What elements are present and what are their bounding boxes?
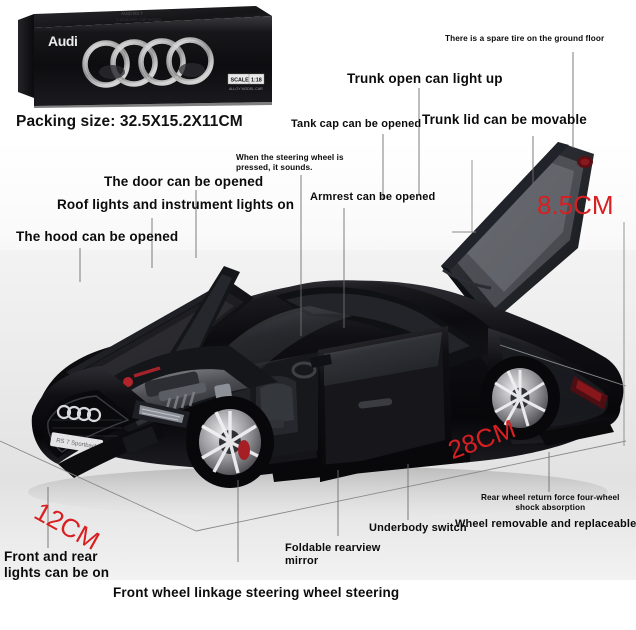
audi-grille-badge	[56, 404, 102, 423]
steering-wheel	[291, 361, 317, 379]
annotation-front-wheel-steering: Front wheel linkage steering wheel steer…	[113, 585, 400, 600]
annotation-hood-open: The hood can be opened	[16, 229, 179, 244]
packing-size-label: Packing size: 32.5X15.2X11CM	[16, 113, 243, 130]
front-wheel	[186, 396, 274, 488]
annotation-rear-shock: Rear wheel return force four-wheel shock…	[481, 493, 620, 512]
annotation-rear-shock-line2: shock absorption	[515, 502, 586, 512]
box-top-face: AUDI RS 7 1:18 ALLOY CAR MODEL	[34, 6, 272, 28]
packaging-box: AUDI RS 7 1:18 ALLOY CAR MODEL Audi	[16, 6, 276, 108]
annotation-tank-cap: Tank cap can be opened	[291, 118, 422, 130]
box-side-face	[18, 14, 34, 98]
annotation-foldable-mirror: Foldable rearview mirror	[285, 542, 380, 568]
annotation-foldable-mirror-line2: mirror	[285, 554, 319, 567]
front-door-glass	[324, 332, 442, 386]
audi-wordmark: Audi	[48, 33, 78, 49]
annotation-door-open: The door can be opened	[104, 174, 264, 189]
audi-rings-logo	[82, 37, 214, 88]
annotation-front-rear-lights: Front and rear lights can be on	[4, 549, 109, 581]
svg-text:SCALE: SCALE	[231, 77, 250, 83]
svg-text:1:18 ALLOY CAR MODEL: 1:18 ALLOY CAR MODEL	[116, 17, 163, 22]
svg-text:1:18: 1:18	[251, 77, 262, 83]
annotation-front-rear-lights-line1: Front and rear	[4, 549, 98, 564]
svg-text:AUDI RS 7: AUDI RS 7	[121, 11, 143, 16]
annotation-rear-shock-line1: Rear wheel return force four-wheel	[481, 493, 620, 502]
front-door-handle	[358, 398, 393, 409]
side-mirror	[310, 354, 332, 368]
front-brake-caliper	[238, 440, 250, 460]
annotation-spare-tire: There is a spare tire on the ground floo…	[445, 34, 605, 43]
annotation-trunk-lid: Trunk lid can be movable	[422, 112, 587, 127]
dimension-height-label: 8.5CM	[537, 190, 614, 220]
annotation-wheel-removable: Wheel removable and replaceable tire	[455, 518, 636, 530]
engine-red-cap	[123, 377, 133, 387]
annotation-underbody-switch: Underbody switch	[369, 522, 467, 534]
annotation-foldable-mirror-line1: Foldable rearview	[285, 542, 381, 554]
annotation-armrest: Armrest can be opened	[310, 191, 436, 203]
scale-badge: SCALE 1:18 ALLOY MODEL CAR	[227, 73, 265, 91]
annotation-trunk-light: Trunk open can light up	[347, 71, 503, 86]
box-front-face: Audi	[34, 16, 272, 106]
svg-text:ALLOY MODEL CAR: ALLOY MODEL CAR	[229, 87, 263, 91]
annotation-front-rear-lights-line2: lights can be on	[4, 564, 110, 580]
annotation-roof-lights: Roof lights and instrument lights on	[57, 197, 295, 212]
trunk-lid-open	[441, 142, 594, 326]
annotation-steering-sound: When the steering wheel is pressed, it s…	[236, 153, 344, 172]
